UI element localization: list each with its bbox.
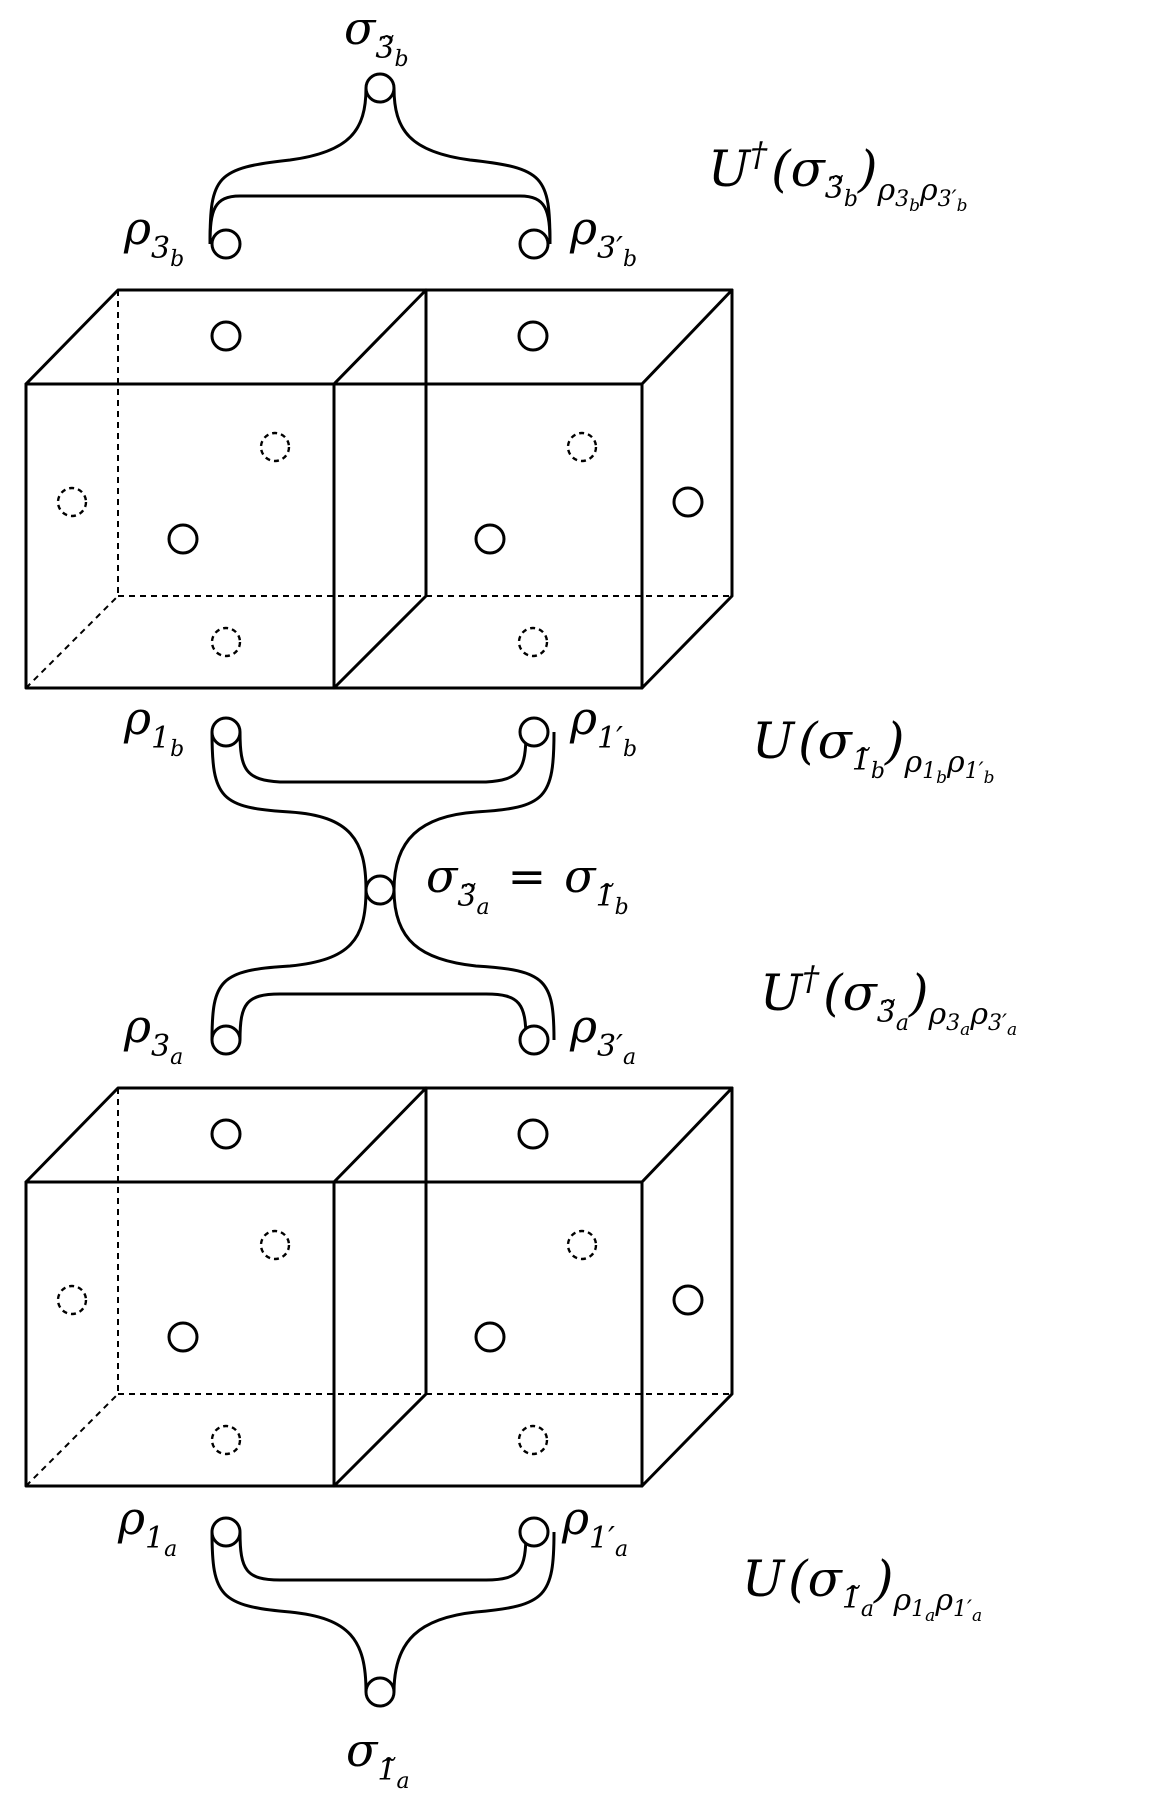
label-sigma-mid: σ3̃a=σ1̃b: [426, 849, 629, 920]
box-upper-hidden-edges: [25, 290, 732, 689]
box-upper: [24, 288, 734, 690]
label-rho-1b: ρ1b: [123, 691, 184, 762]
label-rho-3b: ρ3b: [123, 201, 184, 272]
box-lower-right-face: [332, 1086, 734, 1488]
label-rho-3a: ρ3a: [123, 999, 183, 1070]
site-lower-right-face: [672, 1284, 704, 1316]
site-upper-top-right: [517, 320, 549, 352]
site-rho-3pb: [518, 228, 550, 260]
box-lower-hidden-edges: [25, 1088, 732, 1487]
label-rho-1pa: ρ1′a: [561, 1491, 628, 1562]
site-sigma-mid: [364, 874, 396, 906]
site-lower-top-left: [210, 1118, 242, 1150]
box-lower: [24, 1086, 734, 1488]
label-rho-3pa: ρ3′a: [569, 999, 636, 1070]
site-upper-front-right: [474, 523, 506, 555]
tube-udag-upper: [208, 72, 552, 260]
site-upper-back-left: [259, 431, 291, 463]
label-sigma-bottom: σ1̃a: [346, 1723, 410, 1794]
site-rho-3a: [210, 1024, 242, 1056]
label-op-u-1b: U(σ1̃b)ρ1bρ1′b: [752, 712, 995, 788]
site-upper-back-right: [566, 431, 598, 463]
box-lower-top-face: [24, 1086, 734, 1184]
site-upper-left-face: [56, 486, 88, 518]
label-sigma-top: σ3̃b: [344, 1, 409, 72]
site-rho-3b: [210, 228, 242, 260]
site-upper-bottom-right: [517, 626, 549, 658]
site-lower-top-right: [517, 1118, 549, 1150]
site-lower-front-right: [474, 1321, 506, 1353]
site-upper-front-left: [167, 523, 199, 555]
site-rho-1pa: [518, 1516, 550, 1548]
site-sigma-bottom: [364, 1676, 396, 1708]
label-rho-1a: ρ1a: [117, 1491, 177, 1562]
site-upper-top-left: [210, 320, 242, 352]
label-op-u-1a: U(σ1̃a)ρ1aρ1′a: [742, 1550, 982, 1626]
site-lower-bottom-right: [517, 1424, 549, 1456]
site-rho-1pb: [518, 716, 550, 748]
site-sigma-top: [364, 72, 396, 104]
box-upper-top-face: [24, 288, 734, 386]
box-upper-right-face: [332, 288, 734, 690]
site-lower-back-left: [259, 1229, 291, 1261]
tube-u-lower: [210, 1516, 556, 1708]
label-op-udag-3a: U†(σ3̃a)ρ3aρ3′a: [760, 959, 1017, 1040]
site-upper-right-face: [672, 486, 704, 518]
label-op-udag-3b: U†(σ3̃b)ρ3bρ3′b: [708, 135, 968, 216]
tube-middle: [210, 716, 556, 1056]
site-lower-back-right: [566, 1229, 598, 1261]
site-lower-left-face: [56, 1284, 88, 1316]
site-upper-bottom-left: [210, 626, 242, 658]
site-rho-1a: [210, 1516, 242, 1548]
site-lower-bottom-left: [210, 1424, 242, 1456]
site-rho-1b: [210, 716, 242, 748]
site-lower-front-left: [167, 1321, 199, 1353]
site-rho-3pa: [518, 1024, 550, 1056]
label-rho-1pb: ρ1′b: [569, 691, 637, 762]
label-rho-3pb: ρ3′b: [569, 201, 637, 272]
